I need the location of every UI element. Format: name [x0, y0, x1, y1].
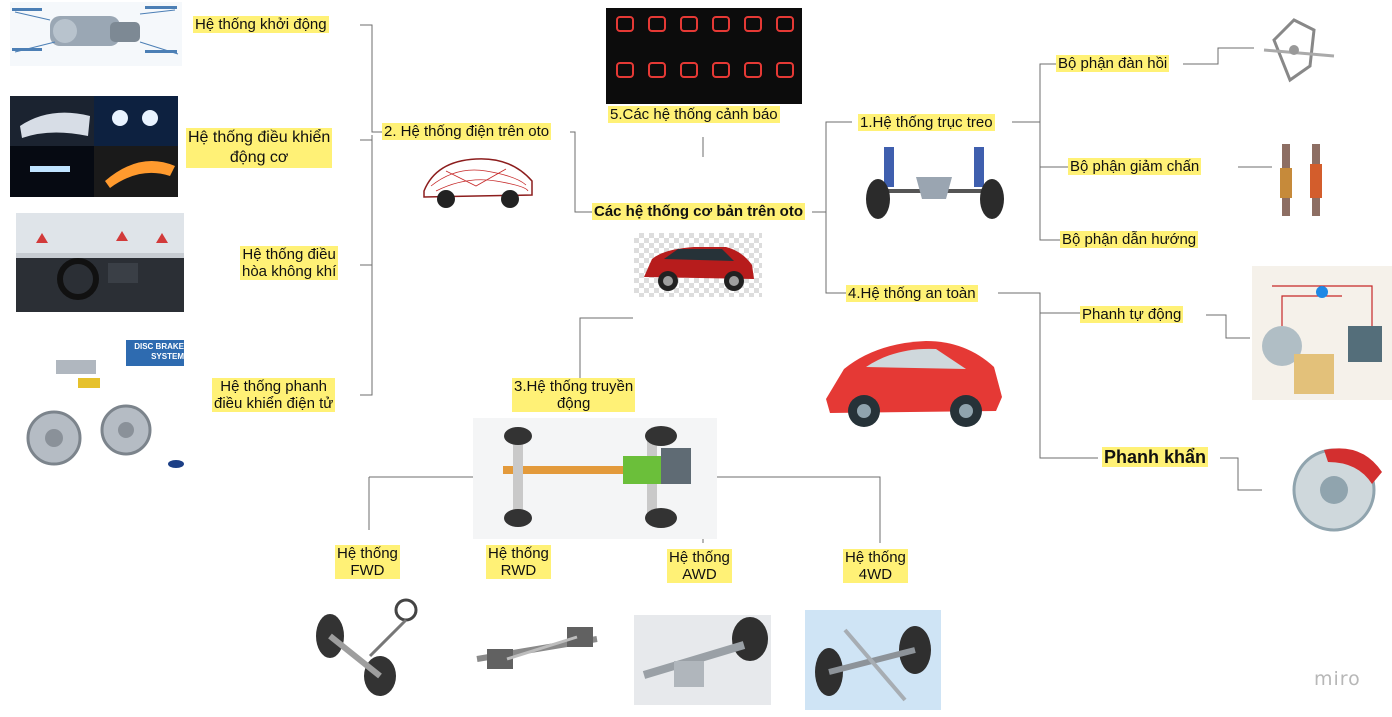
warning-lights-image [606, 8, 802, 104]
warning-system-node[interactable]: 5.Các hệ thống cảnh báo [608, 106, 780, 123]
line-suspension-branches [1012, 63, 1068, 241]
auto-brake-image [1252, 266, 1392, 400]
safety-system-node[interactable]: 4.Hệ thống an toàn [846, 285, 978, 302]
auto-brake-label[interactable]: Phanh tự động [1080, 306, 1184, 323]
4wd-label[interactable]: Hệ thống 4WD [843, 549, 908, 583]
red-suv-image [634, 233, 762, 297]
4wd-image [805, 610, 941, 710]
drivetrain-chassis-image [473, 418, 717, 539]
line-auto-brake-img [1206, 314, 1250, 339]
elastic-part-image [1254, 10, 1346, 94]
guide-part-label[interactable]: Bộ phận dẫn hướng [1060, 231, 1199, 248]
warning-light-icon [616, 16, 634, 32]
disc-brake-title: DISC BRAKE SYSTEM [134, 342, 184, 361]
elastic-part-label[interactable]: Bộ phận đàn hồi [1056, 55, 1170, 72]
warning-light-icon [648, 62, 666, 78]
line-center-right [812, 121, 852, 294]
air-conditioning-label[interactable]: Hệ thống điều hòa không khí [240, 246, 339, 280]
damper-image [1272, 138, 1334, 222]
electrical-car-image [416, 141, 540, 214]
warning-light-icon [744, 62, 762, 78]
line-emergency-img [1220, 457, 1262, 491]
warning-light-icon [680, 16, 698, 32]
starter-system-image [10, 2, 182, 66]
rwd-label[interactable]: Hệ thống RWD [486, 545, 551, 579]
warning-light-icon [712, 16, 730, 32]
line-safety-branches [998, 292, 1098, 459]
drivetrain-system-node[interactable]: 3.Hệ thống truyền động [512, 378, 636, 412]
line-center-drivetrain [579, 317, 633, 378]
miro-watermark: miro [1314, 668, 1361, 690]
warning-light-icon [744, 16, 762, 32]
warning-light-icon [712, 62, 730, 78]
electronic-brake-label[interactable]: Hệ thống phanh điều khiển điện tử [212, 378, 336, 412]
fwd-label[interactable]: Hệ thống FWD [335, 545, 400, 579]
safety-car-image [816, 307, 1010, 442]
line-elastic-img [1183, 47, 1254, 65]
engine-control-label[interactable]: Hệ thống điều khiển động cơ [186, 128, 333, 168]
damper-part-label[interactable]: Bộ phận giảm chấn [1068, 158, 1202, 175]
line-center-electrical [570, 131, 592, 213]
air-conditioning-image [16, 213, 184, 312]
line-drivetrain-branches [368, 476, 881, 543]
starting-system-label[interactable]: Hệ thống khởi động [193, 16, 329, 33]
warning-light-icon [776, 16, 794, 32]
headlight-image [10, 96, 178, 197]
fwd-image [300, 596, 430, 696]
line-electrical-trunk [360, 24, 382, 396]
warning-light-icon [680, 62, 698, 78]
suspension-image [856, 137, 1014, 224]
electrical-system-node[interactable]: 2. Hệ thống điện trên oto [382, 123, 552, 140]
awd-label[interactable]: Hệ thống AWD [667, 549, 732, 583]
awd-image [634, 615, 771, 705]
center-node[interactable]: Các hệ thống cơ bản trên oto [592, 203, 806, 220]
disc-brake-system-image: DISC BRAKE SYSTEM [16, 340, 184, 470]
warning-light-icon [616, 62, 634, 78]
rwd-image [467, 609, 609, 689]
suspension-system-node[interactable]: 1.Hệ thống trục treo [858, 114, 995, 131]
warning-light-icon [648, 16, 666, 32]
warning-light-icon [776, 62, 794, 78]
emergency-brake-image [1262, 432, 1392, 536]
emergency-brake-label[interactable]: Phanh khẩn [1102, 447, 1209, 467]
